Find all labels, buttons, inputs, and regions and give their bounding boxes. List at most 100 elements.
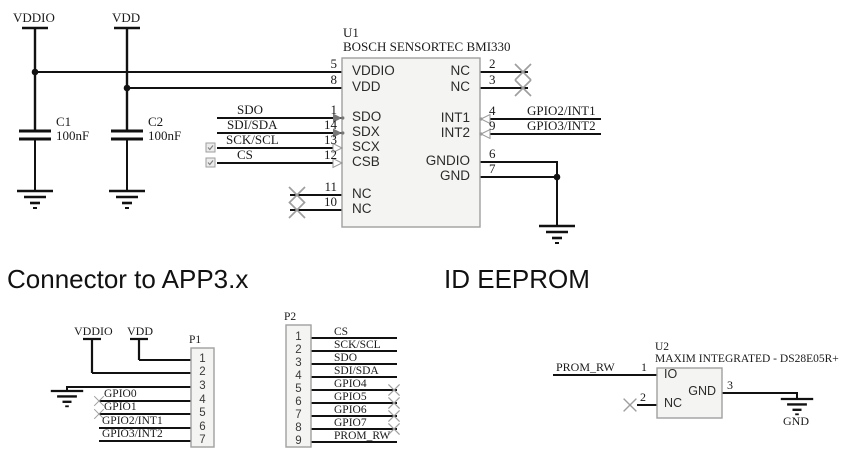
net-label-gpio7: GPIO7 (334, 417, 367, 429)
net-label-gpio4: GPIO4 (334, 378, 367, 390)
u2-pin-num: 3 (727, 378, 733, 392)
ground-icon (107, 189, 147, 210)
u1-pin-name: INT2 (440, 125, 470, 140)
wire-nc-left (290, 194, 342, 211)
u1-pin-num: 6 (489, 146, 496, 161)
net-label-gpio5: GPIO5 (334, 391, 367, 403)
net-label-gpio6: GPIO6 (334, 404, 367, 416)
p2-pin-num: 1 (295, 331, 302, 343)
u1-pin-num: 3 (489, 72, 496, 87)
c2-capacitor (111, 129, 143, 191)
u1-pin-name: SDO (352, 109, 382, 124)
net-label-sdo-p2: SDO (334, 352, 358, 364)
u1-pin-num: 13 (324, 132, 337, 147)
u2-pin-name-nc: NC (664, 396, 683, 410)
u1-body (341, 57, 481, 228)
p1-gpio-wires (99, 400, 191, 442)
p1-pin-num: 4 (199, 394, 206, 406)
wire-nc-right (480, 71, 528, 89)
p2-ref: P2 (284, 311, 297, 323)
ground-icon (49, 389, 85, 408)
c1-ref: C1 (56, 114, 72, 129)
vdd-power-tap-icon (114, 26, 140, 131)
net-label-gpio2-int1: GPIO2/INT1 (527, 103, 596, 118)
net-label-vdd-p1: VDD (127, 324, 153, 338)
u1-pin-num: 10 (324, 194, 337, 209)
p1-ref: P1 (189, 334, 202, 346)
erc-checkbox-icon (205, 142, 216, 168)
wire-gnd (480, 176, 558, 226)
u1-pin-name: VDD (352, 79, 381, 94)
p1-pin-num: 2 (199, 366, 206, 378)
u1-pin-num: 8 (330, 72, 338, 87)
u1-pin-num: 1 (330, 102, 338, 117)
u1-pin-num: 2 (489, 56, 496, 71)
ground-icon (779, 397, 815, 416)
p1-pin-num: 5 (199, 407, 206, 419)
u1-pin-name: VDDIO (352, 63, 395, 78)
u2-pin-num: 1 (641, 360, 647, 374)
u1-pin-name: NC (450, 63, 471, 78)
net-label-cs-p2: CS (334, 326, 349, 338)
net-label-sck-scl: SCK/SCL (226, 132, 279, 147)
c1-capacitor (19, 129, 51, 191)
p2-body (285, 324, 312, 448)
u1-ref: U1 (343, 25, 359, 40)
net-label-sdi-sda: SDI/SDA (227, 117, 278, 132)
u1-pin-num: 5 (330, 56, 338, 71)
u1-pin-name: NC (352, 201, 372, 216)
p2-pin-num: 2 (295, 344, 302, 356)
net-label-prom-rw-p2: PROM_RW (334, 430, 391, 442)
u1-pin-num: 4 (489, 103, 496, 118)
p2-pin-num: 8 (295, 422, 302, 434)
p2-wires (311, 337, 397, 443)
c1-value: 100nF (56, 128, 90, 143)
u2-body (656, 367, 723, 419)
p1-pin-num: 7 (199, 434, 206, 446)
p1-gnd-wire (66, 386, 191, 391)
net-label-sdo: SDO (237, 102, 264, 117)
p2-pin-num: 9 (295, 435, 302, 447)
p1-pin-num: 3 (199, 380, 206, 392)
c2-ref: C2 (148, 114, 164, 129)
p1-body (190, 347, 215, 448)
u1-pin-num: 7 (489, 161, 496, 176)
gnd-label: GND (783, 414, 809, 428)
u1-pin-num: 9 (489, 118, 496, 133)
u1-pin-name: GNDIO (425, 153, 470, 168)
net-label-vddio-p1: VDDIO (74, 324, 113, 338)
net-label-gpio2-int1-p1: GPIO2/INT1 (102, 415, 163, 427)
section-title-eeprom: ID EEPROM (444, 264, 590, 294)
u1-pin-num: 11 (324, 179, 337, 194)
net-label-vdd: VDD (112, 10, 141, 25)
net-label-gpio3-int2: GPIO3/INT2 (527, 118, 596, 133)
u2-ref: U2 (655, 341, 670, 353)
p1-pin-num: 6 (199, 421, 206, 433)
u2-pin-name-gnd: GND (688, 384, 716, 398)
ground-icon (15, 189, 55, 210)
net-label-vddio: VDDIO (13, 10, 55, 25)
u1-pin-name: NC (450, 79, 471, 94)
wire-u2-gnd (722, 392, 798, 399)
u1-pin-name: SCX (352, 139, 380, 154)
p2-pin-num: 4 (295, 370, 302, 382)
u1-pin-name: SDX (352, 124, 380, 139)
net-label-prom-rw: PROM_RW (556, 360, 615, 374)
net-label-sck-scl-p2: SCK/SCL (334, 339, 381, 351)
c2-value: 100nF (148, 128, 182, 143)
net-label-gpio1: GPIO1 (104, 401, 137, 413)
u1-pin-name: NC (352, 186, 372, 201)
u1-pin-num: 12 (324, 147, 337, 162)
u1-pin-name: CSB (352, 154, 380, 169)
junction-dot (31, 68, 561, 181)
ground-icon (537, 224, 577, 245)
vddio-power-tap-icon (22, 26, 48, 131)
p2-pin-num: 6 (295, 396, 302, 408)
u1-part: BOSCH SENSORTEC BMI330 (343, 39, 511, 54)
net-label-gpio0: GPIO0 (104, 388, 137, 400)
net-label-gpio3-int2-p1: GPIO3/INT2 (102, 428, 163, 440)
section-title-connector: Connector to APP3.x (7, 264, 249, 294)
u1-pin-name: GND (440, 168, 470, 183)
